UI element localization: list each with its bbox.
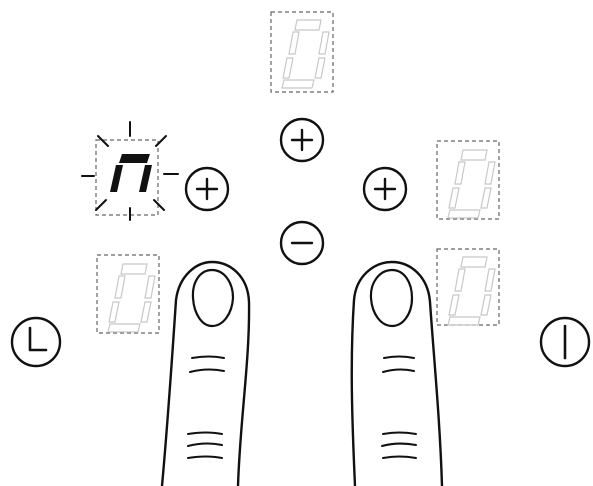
zone-display-left bbox=[82, 122, 178, 220]
plus-button-right[interactable] bbox=[364, 168, 406, 210]
zone-display-top-center bbox=[271, 12, 333, 92]
digit-zero-off bbox=[448, 150, 495, 218]
zone-display-right bbox=[437, 141, 499, 219]
digit-zero-off bbox=[282, 20, 329, 88]
minus-button-center[interactable] bbox=[281, 222, 323, 264]
plus-icon bbox=[197, 179, 217, 199]
blink-rays bbox=[82, 122, 178, 220]
finger-left-icon bbox=[162, 262, 249, 486]
plus-button-left[interactable] bbox=[186, 168, 228, 210]
timer-icon bbox=[30, 328, 46, 350]
plus-icon bbox=[375, 179, 395, 199]
digit-n-blinking bbox=[110, 154, 152, 192]
plus-button-center[interactable] bbox=[281, 119, 323, 161]
power-button[interactable] bbox=[541, 318, 589, 366]
digit-zero-off bbox=[108, 264, 155, 332]
zone-display-bottom-right bbox=[437, 249, 499, 325]
zone-display-bottom-left bbox=[97, 255, 159, 333]
plus-icon bbox=[292, 130, 312, 150]
finger-right-icon bbox=[352, 262, 442, 486]
digit-zero-off bbox=[448, 257, 495, 325]
timer-button[interactable] bbox=[12, 318, 60, 366]
